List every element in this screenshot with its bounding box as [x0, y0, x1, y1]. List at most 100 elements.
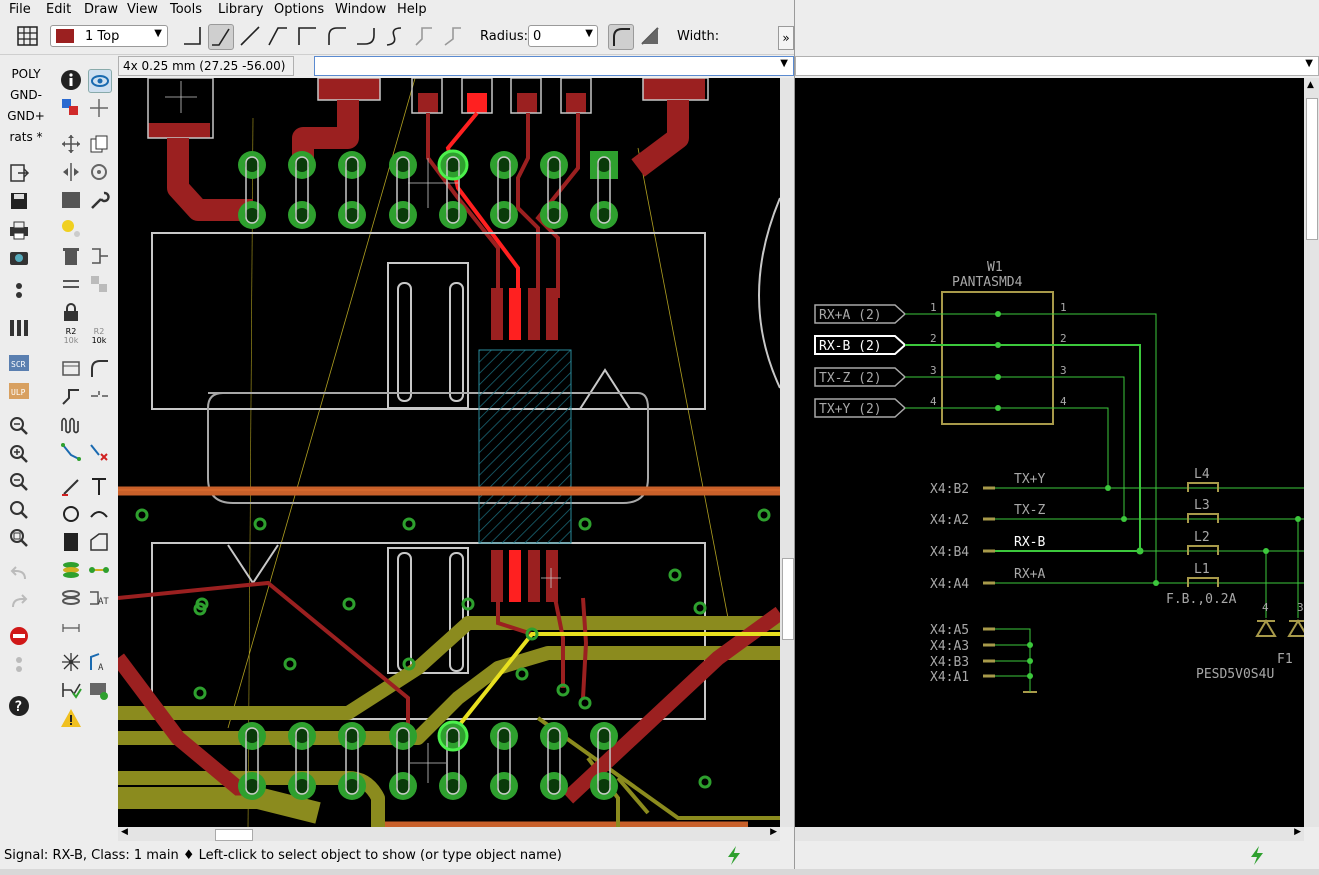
circle-icon[interactable]: [60, 503, 82, 525]
paste-icon[interactable]: [60, 217, 82, 239]
zoom-redraw-icon[interactable]: [8, 499, 30, 521]
menu-view[interactable]: View: [127, 2, 158, 17]
layer-poly[interactable]: POLY: [11, 67, 41, 81]
menu-help[interactable]: Help: [397, 2, 427, 17]
go-icon[interactable]: [8, 655, 30, 677]
mark-icon[interactable]: [88, 97, 110, 119]
copy-icon[interactable]: [88, 133, 110, 155]
optimize-icon[interactable]: [88, 385, 110, 407]
ulp-icon[interactable]: ULP: [8, 380, 30, 402]
warning-icon[interactable]: [60, 707, 82, 729]
zoom-out-icon[interactable]: [8, 471, 30, 493]
wire-bend-4-icon[interactable]: [295, 24, 319, 48]
layer-select[interactable]: 1 Top ▼: [50, 25, 168, 47]
rotate-icon[interactable]: [88, 161, 110, 183]
split-icon[interactable]: [60, 385, 82, 407]
wire-icon[interactable]: [60, 475, 82, 497]
erc-icon[interactable]: [60, 679, 82, 701]
board-vertical-scrollbar[interactable]: [780, 78, 794, 827]
port-0[interactable]: RX+A (2): [814, 304, 907, 324]
port-2[interactable]: TX-Z (2): [814, 367, 907, 387]
board-editor-canvas[interactable]: [118, 78, 780, 827]
route-icon[interactable]: [60, 441, 82, 463]
grid-icon[interactable]: [16, 24, 40, 48]
schematic-vertical-scrollbar[interactable]: ▲: [1304, 78, 1319, 827]
zoom-fit-icon[interactable]: [8, 415, 30, 437]
wire-bend-3-icon[interactable]: [266, 24, 290, 48]
text-icon[interactable]: [88, 475, 110, 497]
redo-icon[interactable]: [8, 591, 30, 613]
wire-bend-7-icon[interactable]: [383, 24, 407, 48]
wire-bend-0-icon[interactable]: [181, 24, 205, 48]
add-icon[interactable]: [88, 245, 110, 267]
port-1[interactable]: RX-B (2): [814, 335, 907, 355]
group-icon[interactable]: [60, 189, 82, 211]
menu-library[interactable]: Library: [218, 2, 264, 17]
scroll-up-icon[interactable]: ▲: [1307, 80, 1314, 90]
change-icon[interactable]: [88, 189, 110, 211]
polygon-icon[interactable]: [88, 531, 110, 553]
via-icon[interactable]: [60, 559, 82, 581]
replace-icon[interactable]: [88, 273, 110, 295]
toolbar-overflow-button[interactable]: »: [778, 26, 794, 50]
mirror-icon[interactable]: [60, 161, 82, 183]
schematic-canvas[interactable]: W1 PANTASMD4 RX+A (2)RX-B (2)TX-Z (2)TX+…: [795, 78, 1304, 827]
lightning-icon[interactable]: [1247, 845, 1267, 869]
undo-icon[interactable]: [8, 563, 30, 585]
delete-icon[interactable]: [60, 245, 82, 267]
scroll-left-icon[interactable]: ◀: [121, 827, 128, 837]
wire-bend-8-icon[interactable]: [412, 24, 436, 48]
round-corner-icon[interactable]: [608, 24, 634, 50]
stop-icon[interactable]: [8, 625, 30, 647]
wire-bend-5-icon[interactable]: [325, 24, 349, 48]
arc-icon[interactable]: [88, 503, 110, 525]
smash-icon[interactable]: [60, 357, 82, 379]
lock-icon[interactable]: [60, 301, 82, 323]
layer-gnd-plus[interactable]: GND+: [7, 109, 45, 123]
board-horizontal-scrollbar[interactable]: ◀ ▶: [118, 827, 780, 841]
schematic-command-input[interactable]: ▼: [795, 56, 1319, 76]
lightning-icon[interactable]: [724, 845, 744, 869]
menu-edit[interactable]: Edit: [46, 2, 72, 17]
menu-options[interactable]: Options: [274, 2, 325, 17]
script-run-icon[interactable]: [8, 280, 30, 302]
wire-bend-6-icon[interactable]: [354, 24, 378, 48]
show-icon[interactable]: [88, 69, 112, 93]
scroll-thumb[interactable]: [215, 829, 253, 841]
ripup-icon[interactable]: [88, 441, 110, 463]
info-icon[interactable]: [60, 69, 82, 91]
radius-input[interactable]: 0 ▼: [528, 25, 598, 47]
command-input[interactable]: ▼: [314, 56, 794, 76]
menu-tools[interactable]: Tools: [170, 2, 203, 17]
layer-gnd-minus[interactable]: GND-: [10, 88, 42, 102]
wire-bend-9-icon[interactable]: [441, 24, 465, 48]
port-3[interactable]: TX+Y (2): [814, 398, 907, 418]
attribute-icon[interactable]: AT: [88, 587, 110, 609]
miter-corner-icon[interactable]: [638, 24, 662, 48]
help-icon[interactable]: ?: [8, 695, 30, 717]
menu-draw[interactable]: Draw: [84, 2, 118, 17]
display-icon[interactable]: [60, 97, 82, 119]
drc-icon[interactable]: [88, 679, 110, 701]
scr-icon[interactable]: SCR: [8, 352, 30, 374]
scroll-right-icon[interactable]: ▶: [1294, 827, 1301, 837]
open-icon[interactable]: [8, 162, 30, 184]
dimension-icon[interactable]: [60, 617, 82, 639]
schematic-horizontal-scrollbar[interactable]: ▶: [795, 827, 1304, 841]
wire-bend-1-icon[interactable]: [208, 24, 234, 50]
pinswap-icon[interactable]: [60, 273, 82, 295]
ratsnest-icon[interactable]: [60, 651, 82, 673]
layer-rats[interactable]: rats *: [9, 130, 43, 144]
scroll-thumb[interactable]: [782, 558, 794, 640]
autorouter-icon[interactable]: A: [88, 651, 110, 673]
print-icon[interactable]: [8, 219, 30, 241]
scroll-thumb[interactable]: [1306, 98, 1318, 240]
signal-icon[interactable]: [88, 559, 110, 581]
layer-settings-icon[interactable]: [8, 317, 30, 339]
move-icon[interactable]: [60, 133, 82, 155]
hole-icon[interactable]: [60, 587, 82, 609]
save-icon[interactable]: [8, 190, 30, 212]
cam-icon[interactable]: [8, 247, 30, 269]
